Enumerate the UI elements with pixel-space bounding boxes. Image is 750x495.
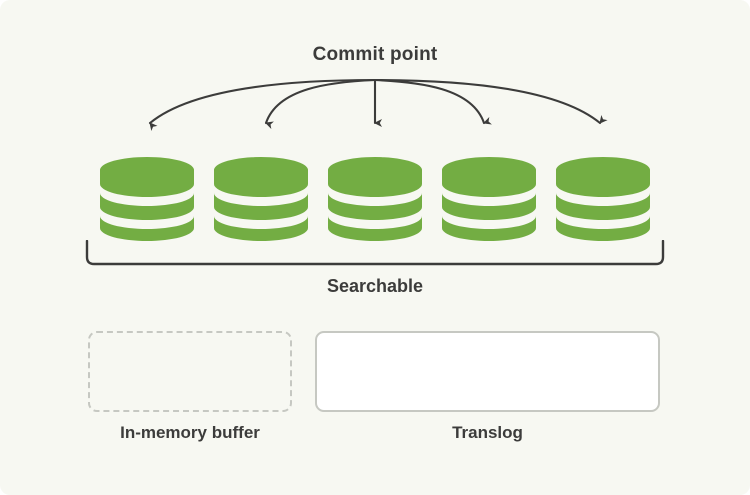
searchable-bracket [85, 240, 665, 266]
commit-point-label: Commit point [312, 44, 438, 65]
commit-arrow-4 [373, 78, 492, 125]
commit-arrow-2 [264, 78, 377, 130]
commit-arrow-5 [373, 78, 608, 125]
in-memory-buffer-box [88, 331, 292, 412]
shard-cylinder [100, 157, 194, 241]
shard-row [100, 157, 650, 241]
shard-cylinder [556, 157, 650, 241]
shard-cylinder [214, 157, 308, 241]
shard-cylinder [442, 157, 536, 241]
shard-cylinder [328, 157, 422, 241]
searchable-label: Searchable [326, 276, 424, 296]
translog-box [315, 331, 660, 412]
commit-arrow-1 [148, 78, 377, 131]
translog-label: Translog [452, 423, 523, 442]
in-memory-buffer-label: In-memory buffer [120, 423, 260, 442]
